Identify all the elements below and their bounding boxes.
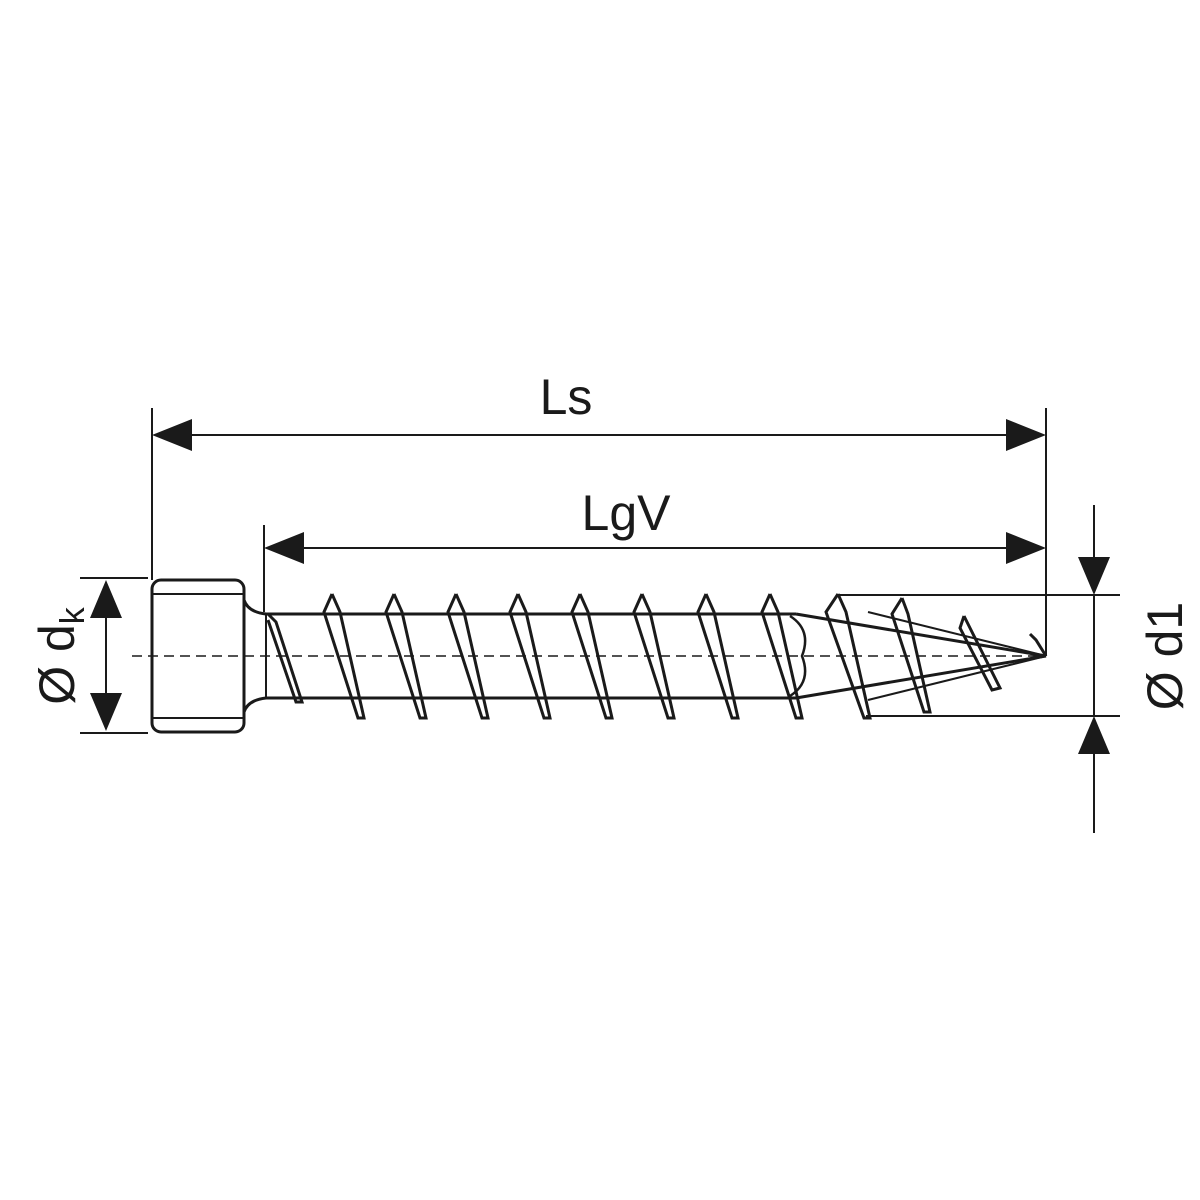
- ls-label: Ls: [540, 369, 593, 425]
- lgv-arrow-right: [1006, 532, 1046, 564]
- thread-flights: [266, 593, 1048, 720]
- thread-flight: [824, 593, 872, 720]
- point-inner-top: [867, 611, 1047, 657]
- ls-arrow-right: [1006, 419, 1046, 451]
- head-diameter-dimension: Ø dk: [29, 577, 148, 734]
- thread-flight: [508, 593, 552, 720]
- thread-flight: [696, 593, 740, 720]
- lgv-arrow-left: [264, 532, 304, 564]
- thread-flight: [266, 612, 305, 704]
- thread-flight: [570, 593, 614, 720]
- dk-arrow-top: [90, 580, 122, 618]
- thread-flight: [446, 593, 490, 720]
- thread-flight: [384, 593, 428, 720]
- screw-head: [150, 578, 267, 734]
- thread-flight: [1028, 632, 1048, 657]
- thread-flight: [760, 593, 804, 720]
- dk-label-symbol: Ø d: [29, 624, 85, 705]
- d1-label: Ø d1: [1137, 602, 1193, 710]
- thread-flight: [632, 593, 676, 720]
- lgv-dimension: LgV: [263, 485, 1046, 612]
- thread-diameter-dimension: Ø d1: [838, 505, 1193, 833]
- taper-top-edge: [795, 612, 1047, 658]
- thread-flight: [890, 597, 932, 714]
- dk-arrow-bottom: [90, 693, 122, 731]
- dk-label-subscript: k: [54, 606, 92, 624]
- head-fillet: [242, 599, 267, 713]
- d1-arrow-bottom: [1078, 716, 1110, 754]
- thread-flight: [322, 593, 366, 720]
- point-inner-bottom: [867, 655, 1047, 701]
- shank-runout: [789, 614, 807, 698]
- d1-arrow-top: [1078, 557, 1110, 595]
- head-body: [150, 578, 246, 734]
- lgv-label: LgV: [582, 485, 672, 541]
- screw-shank: [265, 611, 1047, 701]
- ls-arrow-left: [152, 419, 192, 451]
- thread-flight: [958, 615, 1003, 692]
- ls-dimension: Ls: [151, 369, 1047, 656]
- dk-label: Ø dk: [29, 606, 92, 705]
